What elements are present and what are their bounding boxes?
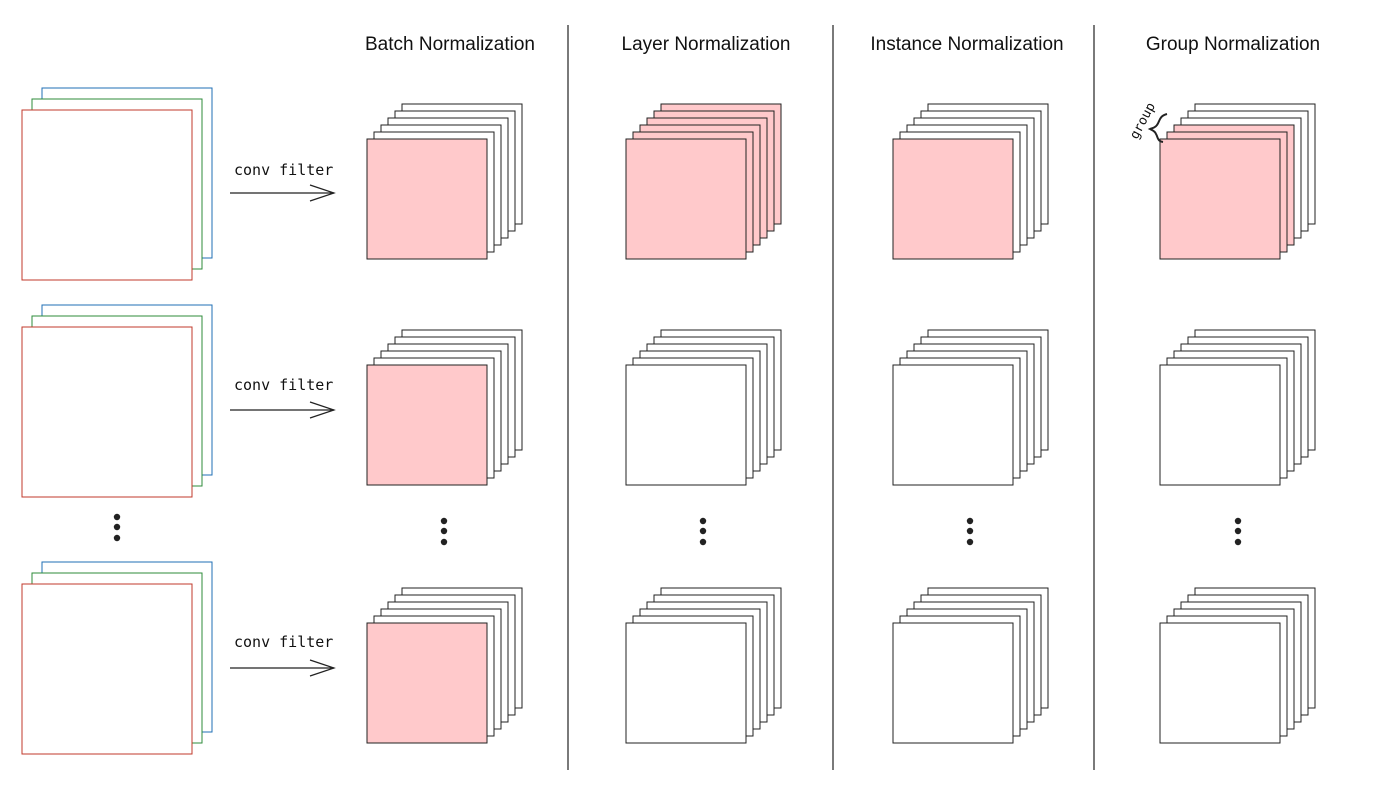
- conv-filter-label-2: conv filter: [234, 376, 333, 394]
- feature-map-stack-batch-1: [366, 103, 523, 260]
- title-layer-normalization: Layer Normalization: [622, 34, 791, 55]
- feature-map-channel-1: [625, 138, 747, 260]
- feature-map-channel-1: [1159, 364, 1281, 486]
- feature-map-channel-1: [625, 622, 747, 744]
- ellipsis-dot: [1234, 527, 1242, 535]
- feature-map-channel-1: [892, 364, 1014, 486]
- feature-map-stack-instance-3: [892, 587, 1049, 744]
- title-batch-normalization: Batch Normalization: [365, 34, 535, 55]
- ellipsis-dot: [440, 517, 448, 525]
- input-channel-1: [21, 583, 193, 755]
- feature-map-channel-1: [366, 622, 488, 744]
- ellipsis-dot: [113, 534, 121, 542]
- feature-map-channel-1: [366, 364, 488, 486]
- input-channel-1: [21, 326, 193, 498]
- feature-map-stack-group-3: [1159, 587, 1316, 744]
- ellipsis-dots-5: [1234, 517, 1242, 546]
- input-stack-1: [21, 87, 213, 281]
- conv-arrow-1: conv filter: [230, 161, 336, 202]
- feature-map-stack-batch-2: [366, 329, 523, 486]
- ellipsis-dot: [1234, 517, 1242, 525]
- ellipsis-dot: [699, 527, 707, 535]
- feature-map-stack-layer-1: [625, 103, 782, 260]
- ellipsis-dot: [113, 523, 121, 531]
- ellipsis-dot: [440, 538, 448, 546]
- feature-map-stack-instance-1: [892, 103, 1049, 260]
- ellipsis-dot: [966, 517, 974, 525]
- conv-arrow-2: conv filter: [230, 376, 336, 419]
- input-stack-3: [21, 561, 213, 755]
- ellipsis-dot: [440, 527, 448, 535]
- ellipsis-dot: [966, 527, 974, 535]
- feature-map-stack-group-2: [1159, 329, 1316, 486]
- ellipsis-dots-1: [113, 513, 121, 542]
- feature-map-grid: [366, 103, 1316, 744]
- group-brace-icon: [1147, 113, 1168, 143]
- ellipsis-dot: [699, 538, 707, 546]
- ellipsis-dots-3: [699, 517, 707, 546]
- feature-map-channel-1: [1159, 138, 1281, 260]
- conv-arrow-3: conv filter: [230, 633, 336, 677]
- group-label: group: [1127, 100, 1159, 142]
- ellipsis-dots-4: [966, 517, 974, 546]
- feature-map-stack-layer-2: [625, 329, 782, 486]
- feature-map-stack-instance-2: [892, 329, 1049, 486]
- feature-map-channel-1: [892, 138, 1014, 260]
- ellipsis-group: [113, 513, 1242, 546]
- conv-filter-label-1: conv filter: [234, 161, 333, 179]
- feature-map-channel-1: [366, 138, 488, 260]
- ellipsis-dot: [699, 517, 707, 525]
- title-instance-normalization: Instance Normalization: [870, 34, 1063, 55]
- ellipsis-dots-2: [440, 517, 448, 546]
- ellipsis-dot: [1234, 538, 1242, 546]
- feature-map-stack-batch-3: [366, 587, 523, 744]
- conv-filter-label-3: conv filter: [234, 633, 333, 651]
- ellipsis-dot: [113, 513, 121, 521]
- title-group-normalization: Group Normalization: [1146, 34, 1320, 55]
- feature-map-channel-1: [892, 622, 1014, 744]
- input-channel-1: [21, 109, 193, 281]
- feature-map-stack-layer-3: [625, 587, 782, 744]
- feature-map-channel-1: [625, 364, 747, 486]
- feature-map-channel-1: [1159, 622, 1281, 744]
- feature-map-stack-group-1: [1159, 103, 1316, 260]
- ellipsis-dot: [966, 538, 974, 546]
- group-annotation: group: [1127, 100, 1168, 143]
- input-stack-2: [21, 304, 213, 498]
